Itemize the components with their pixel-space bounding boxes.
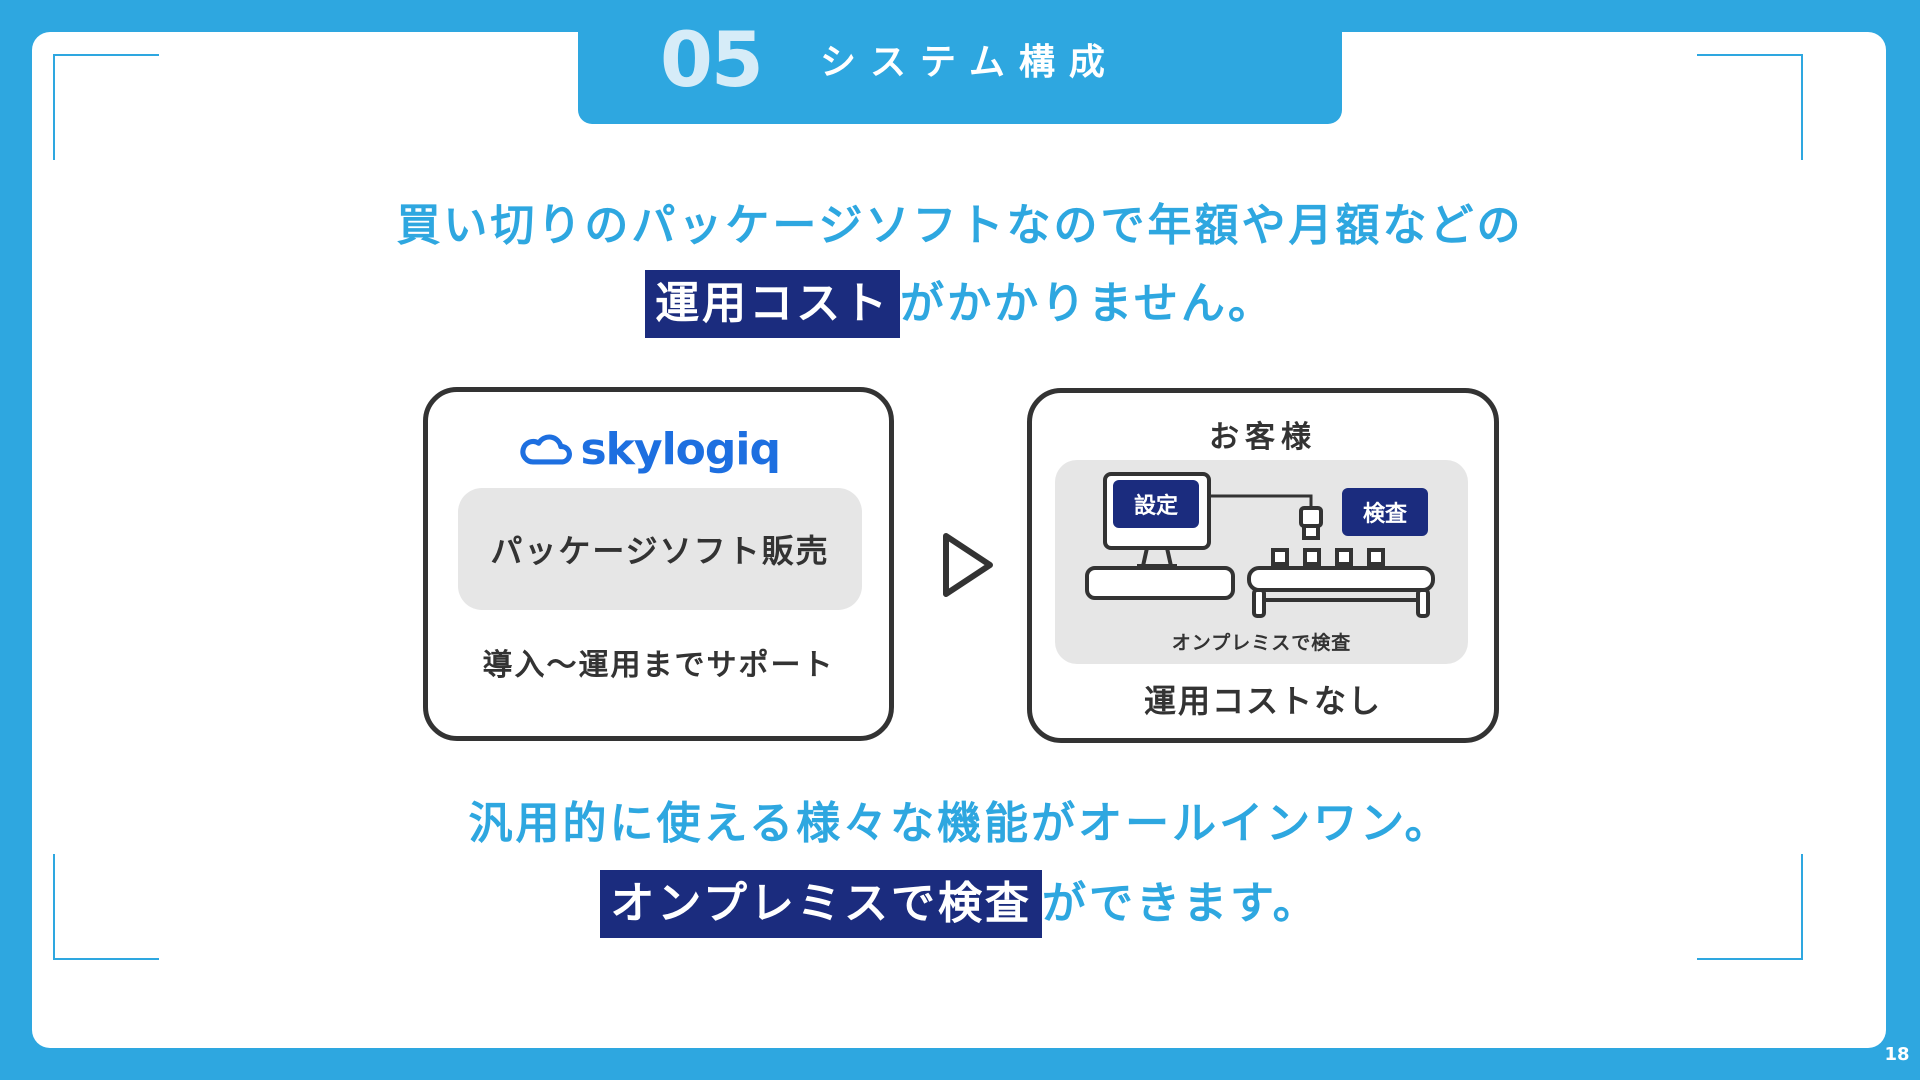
headline-top-line2: 運用コストがかかりません。 — [0, 270, 1920, 338]
corner-frame-top-left — [53, 54, 159, 160]
section-header-tab — [578, 0, 1342, 124]
section-title: システム構成 — [820, 42, 1119, 83]
onprem-caption: オンプレミスで検査 — [1171, 632, 1352, 654]
camera-icon — [1299, 506, 1323, 540]
support-label: 導入〜運用までサポート — [482, 648, 835, 683]
highlight-onprem: オンプレミスで検査 — [600, 870, 1043, 938]
highlight-operating-cost: 運用コスト — [645, 270, 901, 338]
headline-bottom-line1: 汎用的に使える様々な機能がオールインワン。 — [468, 798, 1452, 849]
cloud-logo-icon — [520, 434, 572, 465]
skylogiq-logo: skylogiq — [520, 420, 781, 480]
package-sales-pill: パッケージソフト販売 — [458, 488, 862, 610]
corner-frame-bottom-right — [1697, 854, 1803, 960]
section-number: 05 — [660, 15, 764, 104]
headline-top-rest: がかかりません。 — [900, 278, 1275, 329]
settings-tag: 設定 — [1113, 480, 1199, 528]
corner-frame-top-right — [1697, 54, 1803, 160]
play-arrow-icon — [943, 533, 993, 597]
page-number: 18 — [1884, 1044, 1910, 1065]
product-boxes — [1271, 548, 1385, 566]
conveyor-belt-icon — [1247, 566, 1435, 618]
corner-frame-bottom-left — [53, 854, 159, 960]
customer-title: お客様 — [1209, 420, 1317, 455]
headline-bottom-line2: オンプレミスで検査ができます。 — [0, 870, 1920, 938]
keyboard-icon — [1085, 566, 1235, 600]
logo-wordmark: skylogiq — [580, 424, 781, 475]
headline-top-line1: 買い切りのパッケージソフトなので年額や月額などの — [396, 200, 1524, 251]
package-sales-label: パッケージソフト販売 — [490, 532, 830, 570]
headline-bottom-rest: ができます。 — [1042, 878, 1320, 929]
inspect-tag: 検査 — [1342, 488, 1428, 536]
camera-cable — [1209, 494, 1313, 508]
no-operating-cost-label: 運用コストなし — [1143, 682, 1382, 720]
onprem-scene: 設定 検査 オンプレミスで検査 — [1055, 460, 1468, 664]
